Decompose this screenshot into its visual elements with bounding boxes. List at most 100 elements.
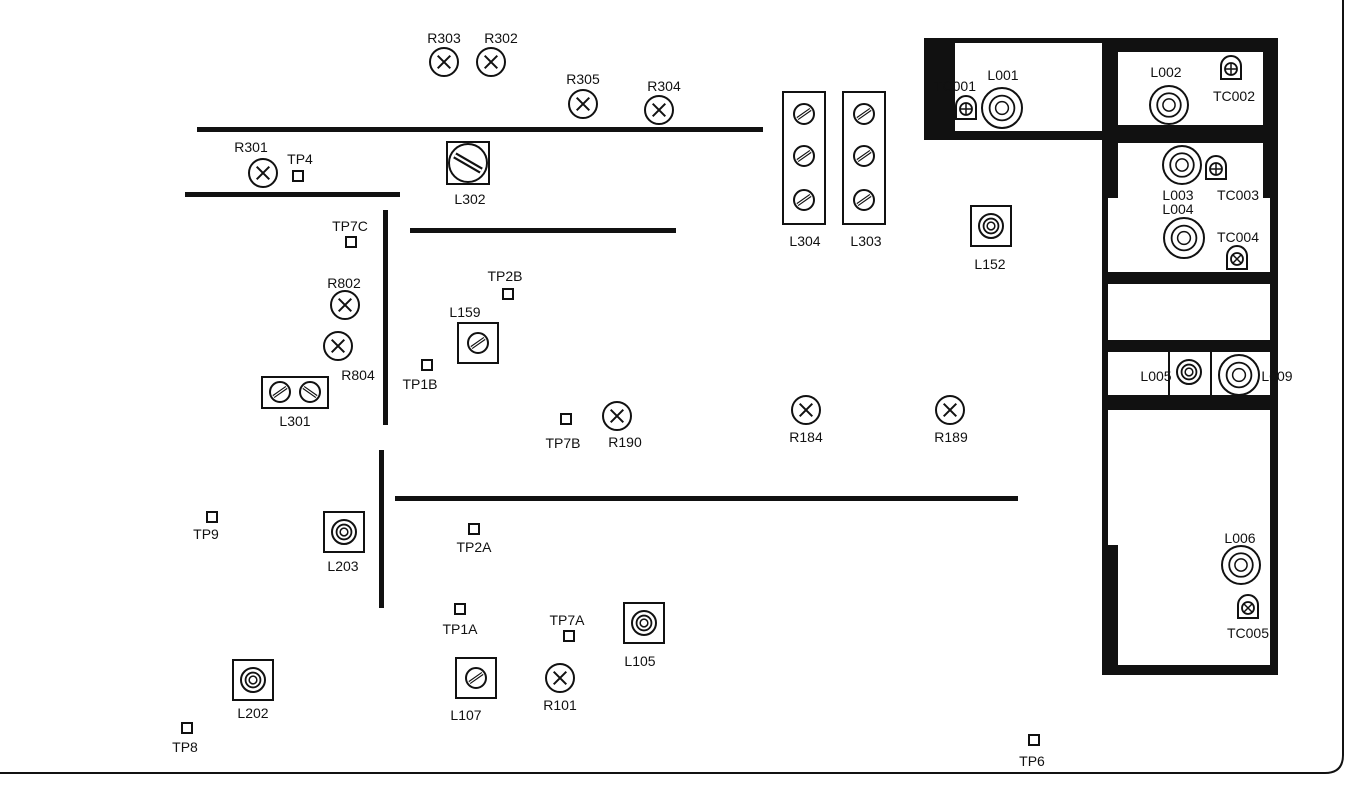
resistor-r184: R184 — [789, 395, 823, 445]
component-label: L203 — [327, 558, 358, 574]
component-label: L001 — [987, 67, 1018, 83]
component-label: L202 — [237, 705, 268, 721]
component-label: TC003 — [1217, 187, 1259, 203]
test-point-tp7b: TP7B — [545, 413, 581, 451]
test-point-tp6: TP6 — [1019, 734, 1045, 769]
shield-compartment — [1108, 410, 1120, 545]
component-label: L002 — [1150, 64, 1181, 80]
shield-wall — [383, 210, 388, 425]
component-label: L301 — [279, 413, 310, 429]
shield-compartment — [1108, 352, 1168, 395]
coil-l303: L303 — [842, 91, 886, 249]
component-label: L304 — [789, 233, 820, 249]
board-outline — [0, 0, 1344, 774]
component-label: TC004 — [1217, 229, 1259, 245]
component-label: R302 — [484, 30, 518, 46]
coil-l001: L001 — [981, 67, 1023, 129]
component-label: TP9 — [193, 526, 219, 542]
coil-l003: L003 — [1162, 145, 1202, 203]
component-label: R101 — [543, 697, 577, 713]
component-label: R184 — [789, 429, 823, 445]
component-label: R303 — [427, 30, 461, 46]
test-point-tp2b: TP2B — [487, 268, 523, 300]
component-label: R189 — [934, 429, 968, 445]
component-label: TP7A — [549, 612, 585, 628]
coil-l202: L202 — [232, 659, 274, 721]
component-label: TP6 — [1019, 753, 1045, 769]
component-label: TC001 — [934, 78, 976, 94]
shield-wall — [197, 127, 763, 132]
component-label: TP1A — [442, 621, 478, 637]
test-point-tp1a: TP1A — [442, 603, 478, 637]
trimmer-tc003: TC003 — [1205, 155, 1259, 203]
component-label: L005 — [1140, 368, 1171, 384]
test-point-tp7a: TP7A — [549, 612, 585, 642]
component-label: R190 — [608, 434, 642, 450]
shield-walls — [185, 127, 1018, 608]
test-point-tp9: TP9 — [193, 511, 219, 542]
resistor-r802: R802 — [327, 275, 361, 320]
component-label: R802 — [327, 275, 361, 291]
test-point-tp7c: TP7C — [332, 218, 368, 248]
shield-wall — [379, 450, 384, 608]
resistor-r301: R301 — [234, 139, 278, 188]
component-label: TP2B — [487, 268, 522, 284]
coil-l107: L107 — [450, 657, 497, 723]
test-point-tp2a: TP2A — [456, 523, 492, 555]
component-label: L003 — [1162, 187, 1193, 203]
component-label: TP7B — [545, 435, 580, 451]
resistor-r303: R303 — [427, 30, 461, 77]
component-label: TP7C — [332, 218, 368, 234]
test-point-tp4: TP4 — [287, 151, 313, 182]
coil-l159: L159 — [449, 304, 499, 364]
component-label: TP2A — [456, 539, 492, 555]
resistor-r304: R304 — [644, 78, 681, 125]
resistor-r101: R101 — [543, 663, 577, 713]
component-label: L004 — [1162, 201, 1193, 217]
resistor-r305: R305 — [566, 71, 600, 119]
test-point-tp1b: TP1B — [402, 359, 438, 392]
shield-compartment — [1108, 284, 1270, 340]
trimmer-tc001: TC001 — [934, 78, 977, 120]
coil-l002: L002 — [1149, 64, 1189, 125]
component-label: TP4 — [287, 151, 313, 167]
trimmer-tc005: TC005 — [1227, 594, 1269, 641]
shield-can — [924, 38, 1278, 675]
trimmer-tc002: TC002 — [1213, 55, 1255, 104]
component-label: R304 — [647, 78, 681, 94]
coil-l301: L301 — [261, 376, 329, 429]
coil-l105: L105 — [623, 602, 665, 669]
coil-l005: L005 — [1140, 359, 1202, 385]
trimmer-tc004: TC004 — [1217, 229, 1259, 270]
component-label: R301 — [234, 139, 268, 155]
component-label: L303 — [850, 233, 881, 249]
component-label: R305 — [566, 71, 600, 87]
shield-wall — [185, 192, 400, 197]
component-label: L107 — [450, 707, 481, 723]
component-label: L159 — [449, 304, 480, 320]
shield-wall — [410, 228, 676, 233]
resistor-r302: R302 — [476, 30, 518, 77]
component-label: TC002 — [1213, 88, 1255, 104]
component-label: L105 — [624, 653, 655, 669]
resistor-r190: R190 — [602, 401, 642, 450]
resistor-r189: R189 — [934, 395, 968, 445]
resistor-r804: R804 — [323, 331, 375, 383]
component-label: TC005 — [1227, 625, 1269, 641]
coil-l304: L304 — [782, 91, 826, 249]
coil-l152: L152 — [970, 205, 1012, 272]
component-label: R804 — [341, 367, 375, 383]
coil-l009: L009 — [1218, 354, 1293, 396]
component-label: L302 — [454, 191, 485, 207]
component-label: L006 — [1224, 530, 1255, 546]
shield-compartment — [955, 43, 1102, 131]
coil-l203: L203 — [323, 511, 365, 574]
component-label: TP8 — [172, 739, 198, 755]
test-point-tp8: TP8 — [172, 722, 198, 755]
shield-compartment — [1118, 410, 1270, 665]
coil-l006: L006 — [1221, 530, 1261, 585]
coil-l004: L004 — [1162, 201, 1205, 259]
shield-wall — [395, 496, 1018, 501]
component-label: TP1B — [402, 376, 437, 392]
